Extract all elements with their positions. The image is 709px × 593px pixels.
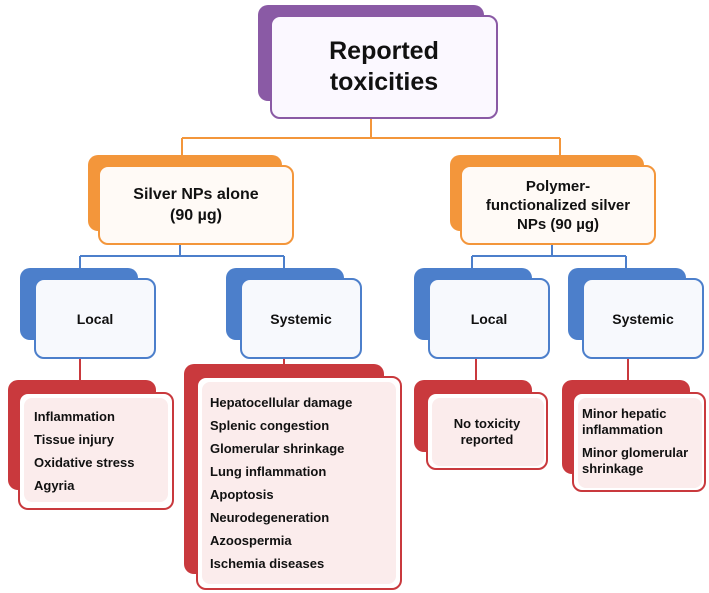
effect-item-line1: No toxicity <box>453 416 521 431</box>
effect-item: Apoptosis <box>210 487 274 502</box>
effect-item-line2: reported <box>460 432 514 447</box>
effect-item: Azoospermia <box>210 533 292 548</box>
effect-item: Glomerular shrinkage <box>210 441 345 456</box>
effect-item-line1: Minor hepatic <box>582 406 667 421</box>
root-node: Reported toxicities <box>258 5 498 119</box>
effect-item-line1: Minor glomerular <box>582 445 689 460</box>
group1-local-label: Local <box>76 310 114 327</box>
group1-systemic-effects: Hepatocellular damage Splenic congestion… <box>184 364 402 590</box>
group1-local-node: Local <box>20 268 156 359</box>
group2-local-label: Local <box>470 310 508 327</box>
effect-item: Inflammation <box>34 409 115 424</box>
effect-item: Tissue injury <box>34 432 114 447</box>
effect-item-line2: shrinkage <box>582 461 644 476</box>
group2-title-line1: Polymer- <box>525 177 591 195</box>
group1-local-effects: Inflammation Tissue injury Oxidative str… <box>8 380 174 510</box>
group1-title-line1: Silver NPs alone <box>133 186 259 203</box>
effect-item: Splenic congestion <box>210 418 330 433</box>
group2-local-node: Local <box>414 268 550 359</box>
group2-systemic-effects: Minor hepatic inflammation Minor glomeru… <box>562 380 706 492</box>
group2-local-effects: No toxicity reported <box>414 380 548 470</box>
group1-title-line2: (90 µg) <box>170 207 222 224</box>
group1-systemic-node: Systemic <box>226 268 362 359</box>
group2-title-line2: functionalized silver <box>485 196 631 214</box>
group2-systemic-label: Systemic <box>612 310 674 327</box>
effect-item: Lung inflammation <box>210 464 327 479</box>
effect-item: Hepatocellular damage <box>210 395 353 410</box>
group-silver-nps-alone: Silver NPs alone (90 µg) <box>88 155 294 245</box>
root-title-line2: toxicities <box>329 68 439 96</box>
root-title-line1: Reported <box>329 37 439 65</box>
effect-item: Ischemia diseases <box>210 556 325 571</box>
group2-systemic-node: Systemic <box>568 268 704 359</box>
effect-item-line2: inflammation <box>582 422 663 437</box>
group1-systemic-label: Systemic <box>270 310 332 327</box>
effect-item: Oxidative stress <box>34 455 135 470</box>
group-polymer-functionalized: Polymer- functionalized silver NPs (90 µ… <box>450 155 656 245</box>
group2-title-line3: NPs (90 µg) <box>517 215 599 233</box>
effect-item: Agyria <box>34 478 75 493</box>
effect-item: Neurodegeneration <box>210 510 330 525</box>
